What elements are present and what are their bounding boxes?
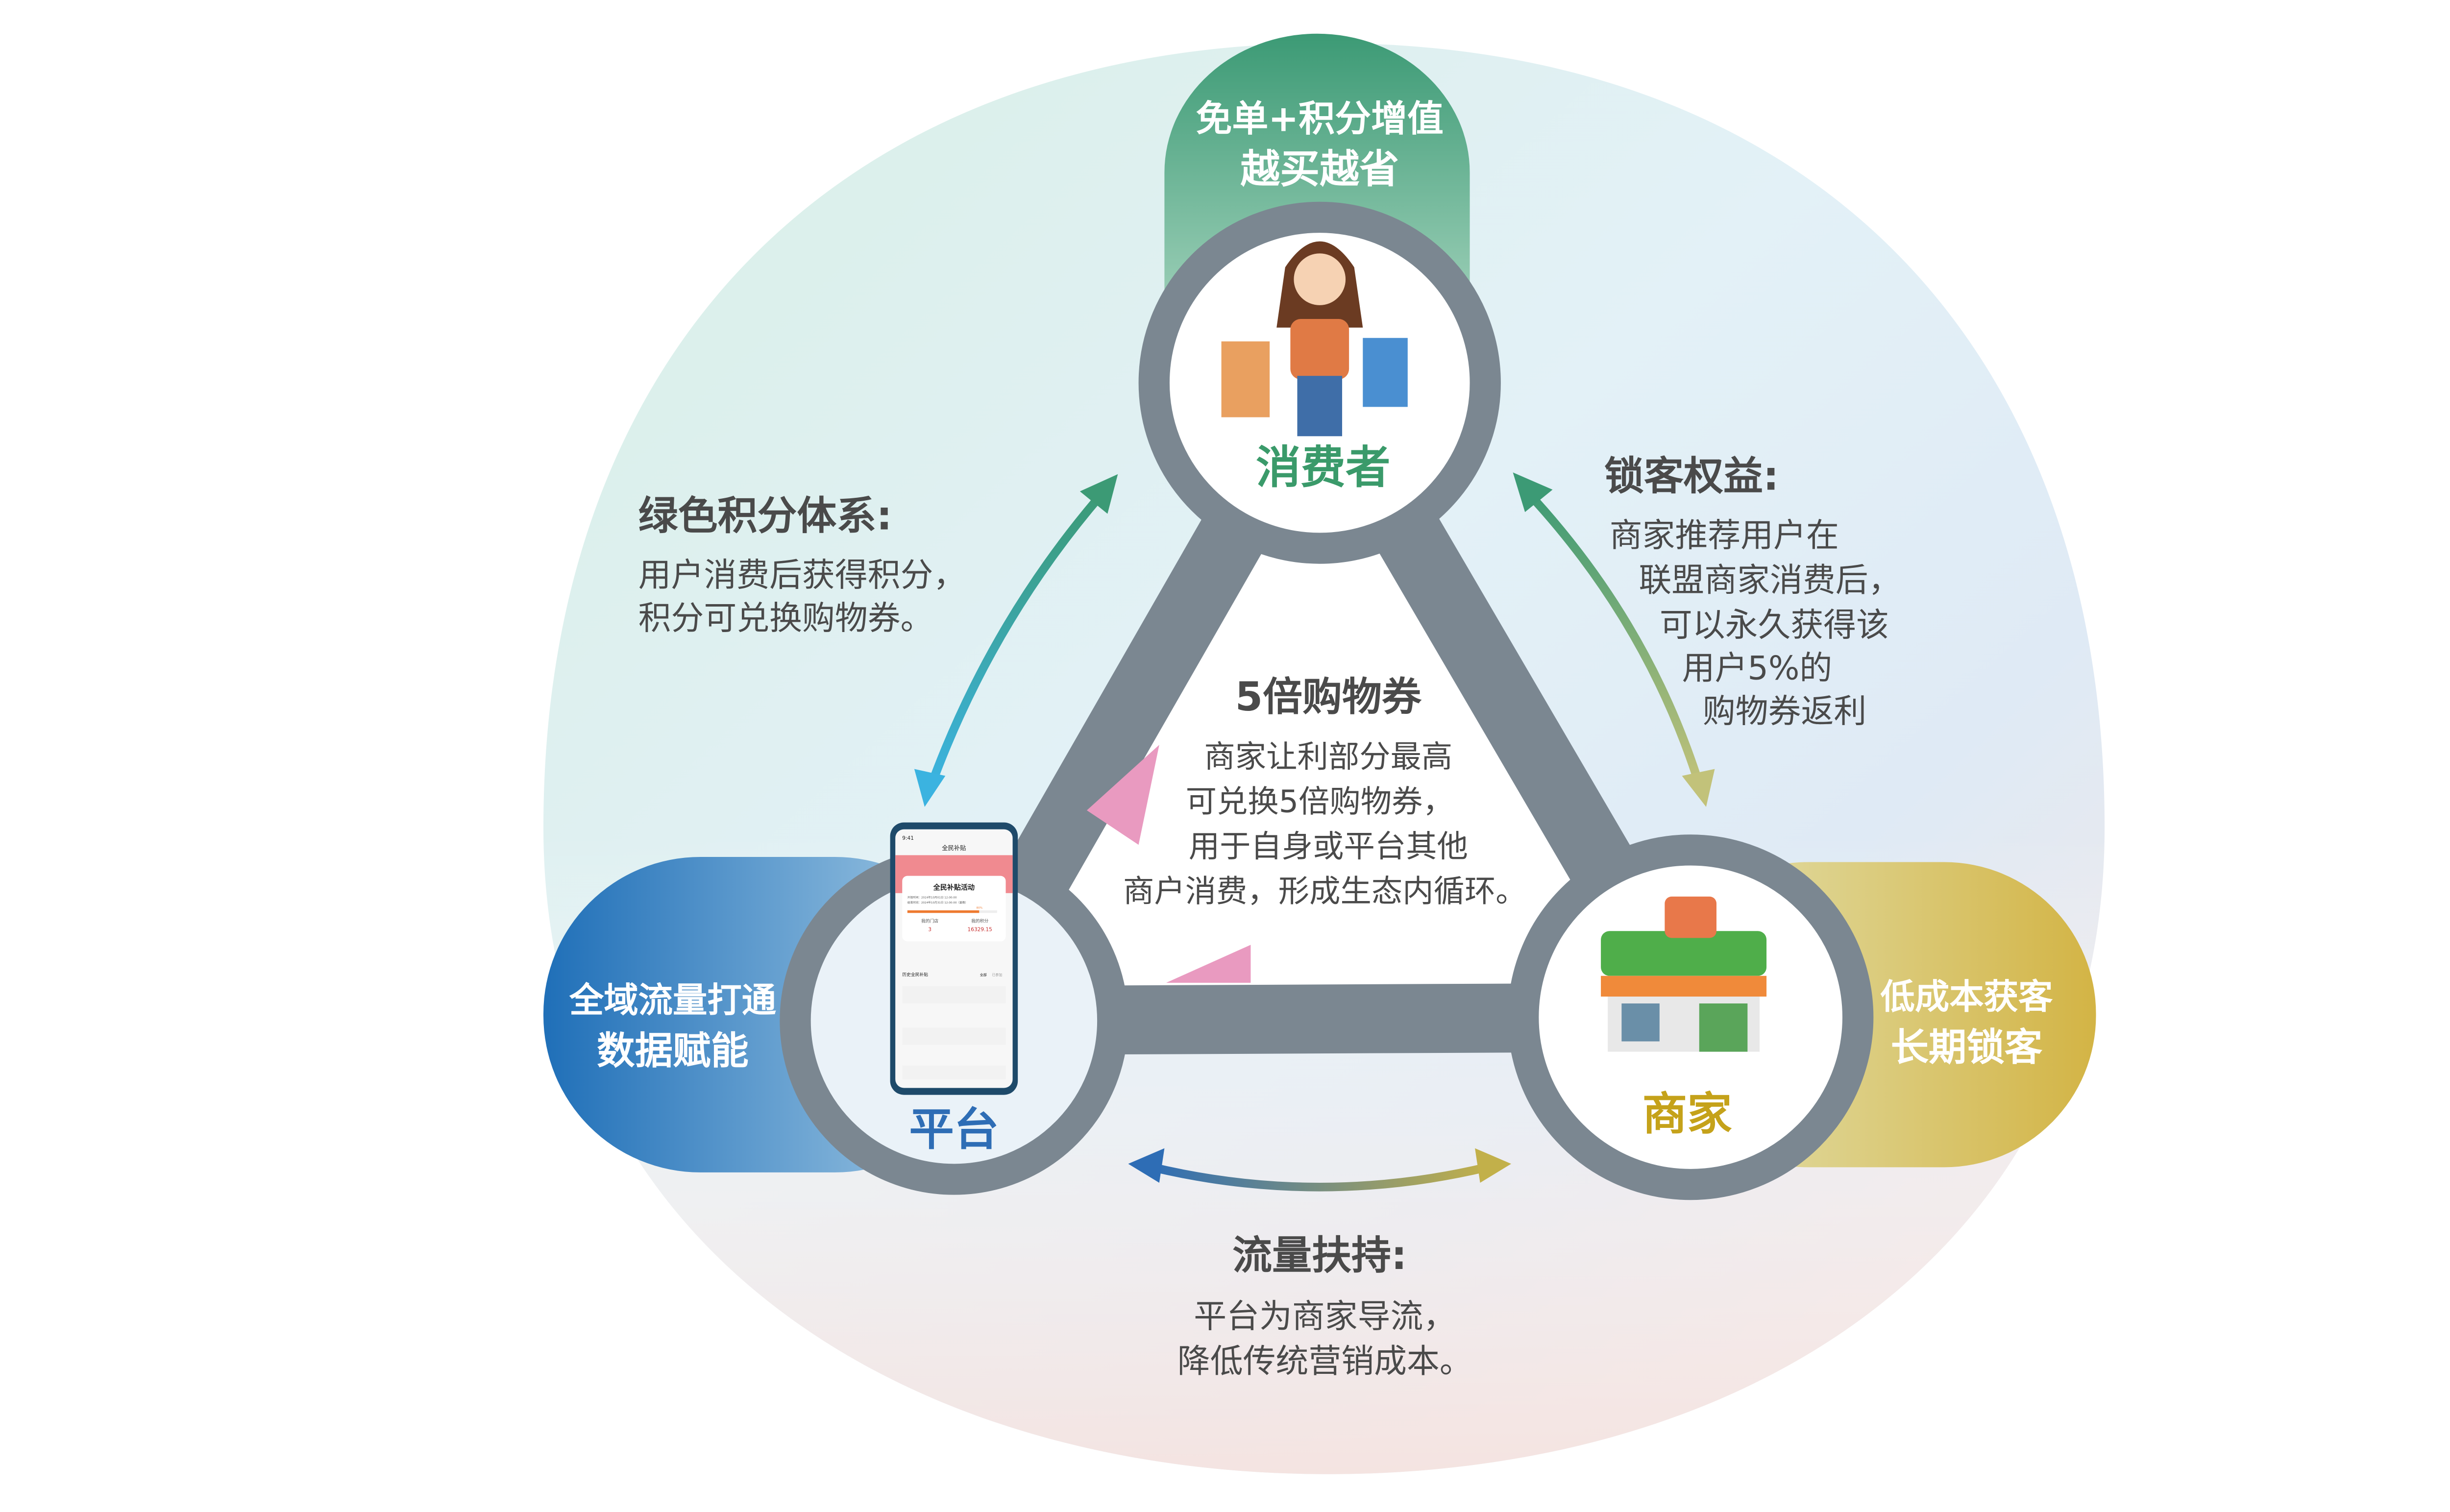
center-title: 5倍购物券 bbox=[1235, 674, 1422, 720]
platform-label: 平台 bbox=[909, 1103, 999, 1156]
text-label: 我的门店 bbox=[921, 918, 938, 924]
lock-customer-text: 锁客权益: 商家推荐用户在 联盟商家消费后， 可以永久获得该 用户5%的 购物券… bbox=[1604, 453, 1901, 730]
text-label: 结束时间：2024年10月31日 12:00:00（最晚） bbox=[907, 901, 968, 904]
platform-node: 9:41 全民补贴 全民补贴活动 开始时间：2024年10月01日 12:00:… bbox=[780, 822, 1128, 1195]
progress-bar bbox=[907, 910, 980, 913]
text-label: 开始时间：2024年10月01日 12:00:00 bbox=[907, 895, 957, 899]
text-label: 80% bbox=[977, 907, 983, 910]
right-pill-line2: 长期锁客 bbox=[1891, 1025, 2043, 1070]
text-label: 全民补贴活动 bbox=[933, 883, 975, 892]
consumer-node: 消费者 bbox=[1138, 201, 1501, 564]
traffic-title: 流量扶持: bbox=[1232, 1233, 1407, 1279]
text-label: 我的积分 bbox=[971, 918, 988, 924]
left-pill-line2: 数据赋能 bbox=[597, 1029, 749, 1073]
text-label: 可兑换5倍购物券， bbox=[1186, 783, 1454, 819]
consumer-label: 消费者 bbox=[1256, 441, 1391, 493]
text-label: 用户5%的 bbox=[1682, 649, 1833, 687]
lock-customer-title: 锁客权益: bbox=[1604, 453, 1779, 499]
shopper-illustration-icon bbox=[1221, 241, 1408, 437]
text-label: 用户消费后获得积分， bbox=[638, 556, 966, 594]
top-tab-line1: 免单+积分增值 bbox=[1196, 98, 1444, 140]
text-label: 已参加 bbox=[992, 973, 1002, 977]
text-label: 3 bbox=[928, 927, 931, 932]
center-text: 5倍购物券 商家让利部分最高 可兑换5倍购物券， 用于自身或平台其他 商户消费，… bbox=[1123, 674, 1527, 909]
text-label: 购物券返利 bbox=[1703, 692, 1866, 730]
merchant-label: 商家 bbox=[1642, 1088, 1733, 1140]
double-arrow-platform-merchant bbox=[1128, 1148, 1512, 1192]
double-arrow-consumer-platform bbox=[914, 474, 1118, 807]
triangle-frame bbox=[919, 348, 1725, 1055]
text-label: 积分可兑换购物券。 bbox=[638, 599, 933, 637]
merchant-node: 商家 bbox=[1508, 834, 1874, 1200]
text-label: 9:41 bbox=[902, 835, 914, 841]
text-label: 商户消费，形成生态内循环。 bbox=[1123, 873, 1527, 909]
right-pill-line1: 低成本获客 bbox=[1881, 977, 2054, 1017]
text-label: 商家推荐用户在 bbox=[1610, 516, 1839, 555]
text-label: 用于自身或平台其他 bbox=[1189, 828, 1468, 864]
text-label: 降低传统营销成本。 bbox=[1177, 1342, 1472, 1380]
traffic-support-text: 流量扶持: 平台为商家导流， 降低传统营销成本。 bbox=[1177, 1233, 1472, 1380]
green-points-text: 绿色积分体系: 用户消费后获得积分， 积分可兑换购物券。 bbox=[638, 493, 966, 637]
text-label: 平台为商家导流， bbox=[1194, 1297, 1456, 1336]
text-label: 商家让利部分最高 bbox=[1204, 738, 1452, 775]
green-points-title: 绿色积分体系: bbox=[638, 493, 892, 539]
text-label: 16329.15 bbox=[968, 927, 992, 932]
text-label: 联盟商家消费后， bbox=[1639, 561, 1901, 599]
phone-mockup: 9:41 全民补贴 全民补贴活动 开始时间：2024年10月01日 12:00:… bbox=[890, 822, 1018, 1095]
text-label: 可以永久获得该 bbox=[1660, 606, 1889, 644]
top-tab-line2: 越买越省 bbox=[1240, 146, 1399, 193]
text-label: 历史全民补贴 bbox=[902, 972, 928, 977]
text-label: 全部 bbox=[980, 973, 987, 977]
storefront-icon bbox=[1601, 896, 1767, 1052]
left-pill-line1: 全域流量打通 bbox=[569, 980, 776, 1021]
double-arrow-consumer-merchant bbox=[1513, 472, 1715, 807]
text-label: 全民补贴 bbox=[942, 844, 966, 852]
